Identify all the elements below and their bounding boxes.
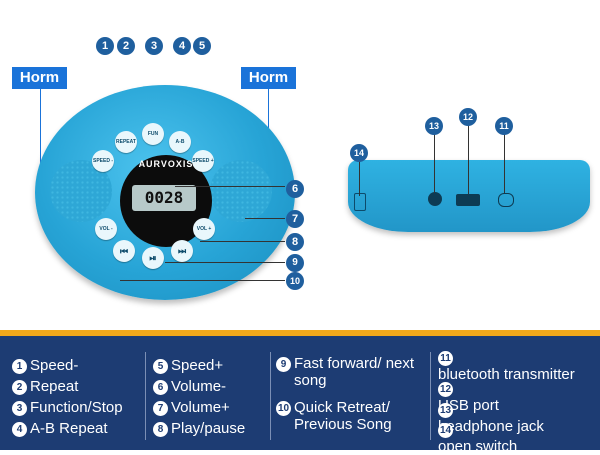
bluetooth-transmitter-button[interactable]	[498, 193, 514, 207]
legend-number: 11	[438, 350, 453, 366]
legend-text: Function/Stop	[30, 399, 123, 416]
legend-divider	[270, 352, 271, 440]
volume-minus-button[interactable]: VOL -	[95, 218, 117, 240]
legend-text: A-B Repeat	[30, 420, 108, 437]
legend-text: Volume+	[171, 399, 230, 416]
callout-8: 8	[286, 233, 304, 251]
callout-1: 1	[96, 37, 114, 55]
speed-plus-button[interactable]: SPEED +	[192, 150, 214, 172]
lead-9	[165, 262, 285, 263]
lead-14	[359, 161, 360, 196]
open-switch[interactable]	[354, 193, 366, 211]
headphone-jack[interactable]	[428, 192, 442, 206]
legend-text: USB port	[438, 397, 499, 414]
horn-label-left: Horm	[12, 67, 67, 89]
legend-number: 8	[153, 421, 168, 437]
legend-text: Volume-	[171, 378, 227, 395]
legend-item-11: 11bluetooth transmitter	[438, 349, 600, 383]
legend-stripe	[0, 330, 600, 336]
legend-number: 14	[438, 422, 453, 438]
legend-divider	[145, 352, 146, 440]
legend-text: Speed-	[30, 357, 79, 374]
legend-text: Play/pause	[171, 420, 246, 437]
callout-7: 7	[286, 210, 304, 228]
speed-minus-button[interactable]: SPEED -	[92, 150, 114, 172]
lead-11	[504, 133, 505, 193]
callout-11: 11	[495, 117, 513, 135]
lcd-display: 0028	[132, 185, 196, 211]
horn-label-right: Horm	[241, 67, 296, 89]
legend-number: 5	[153, 358, 168, 374]
lead-12	[468, 124, 469, 194]
callout-5: 5	[193, 37, 211, 55]
callout-13: 13	[425, 117, 443, 135]
callout-2: 2	[117, 37, 135, 55]
next-button[interactable]: ⏭	[171, 240, 193, 262]
volume-plus-button[interactable]: VOL +	[193, 218, 215, 240]
callout-12: 12	[459, 108, 477, 126]
function-button[interactable]: FUN	[142, 123, 164, 145]
legend-number: 6	[153, 379, 168, 395]
legend-text: bluetooth transmitter	[438, 366, 575, 383]
legend-number: 4	[12, 421, 27, 437]
legend-number: 2	[12, 379, 27, 395]
callout-3: 3	[145, 37, 163, 55]
cd-player-front: AURVOXIS 0028 SPEED - REPEAT FUN A-B SPE…	[35, 85, 295, 300]
legend-number: 7	[153, 400, 168, 416]
legend-text: Repeat	[30, 378, 79, 395]
legend-text: Fast forward/ next song	[294, 355, 415, 389]
speaker-right	[210, 160, 272, 222]
previous-button[interactable]: ⏮	[113, 240, 135, 262]
lead-10	[120, 280, 285, 281]
legend-text: headphone jack	[438, 418, 544, 435]
callout-6: 6	[286, 180, 304, 198]
legend-divider	[430, 352, 431, 440]
legend-number: 12	[438, 381, 453, 397]
legend-item-13: 13headphone jack	[438, 401, 600, 435]
lead-7	[245, 218, 285, 219]
horn-left-lead	[40, 89, 41, 169]
callout-10: 10	[286, 272, 304, 290]
ab-button[interactable]: A-B	[169, 131, 191, 153]
legend-number: 9	[276, 356, 291, 372]
lead-13	[434, 133, 435, 193]
callout-14: 14	[350, 144, 368, 162]
legend-number: 3	[12, 400, 27, 416]
callout-9: 9	[286, 254, 304, 272]
brand-logo: AURVOXIS	[138, 159, 194, 169]
callout-4: 4	[173, 37, 191, 55]
legend-text: open switch	[438, 438, 518, 455]
play-pause-button[interactable]: ⏯	[142, 247, 164, 269]
lead-8	[200, 241, 285, 242]
repeat-button[interactable]: REPEAT	[115, 131, 137, 153]
legend-text: Speed+	[171, 357, 224, 374]
legend-item-12: 12USB port	[438, 380, 600, 414]
legend-number: 10	[276, 400, 291, 416]
legend-panel	[0, 330, 600, 450]
lead-6	[175, 186, 285, 187]
cd-player-side	[348, 160, 590, 232]
legend-number: 13	[438, 402, 453, 418]
usb-port[interactable]	[456, 194, 480, 206]
legend-number: 1	[12, 358, 27, 374]
legend-text: Quick Retreat/ Previous Song	[294, 399, 392, 433]
